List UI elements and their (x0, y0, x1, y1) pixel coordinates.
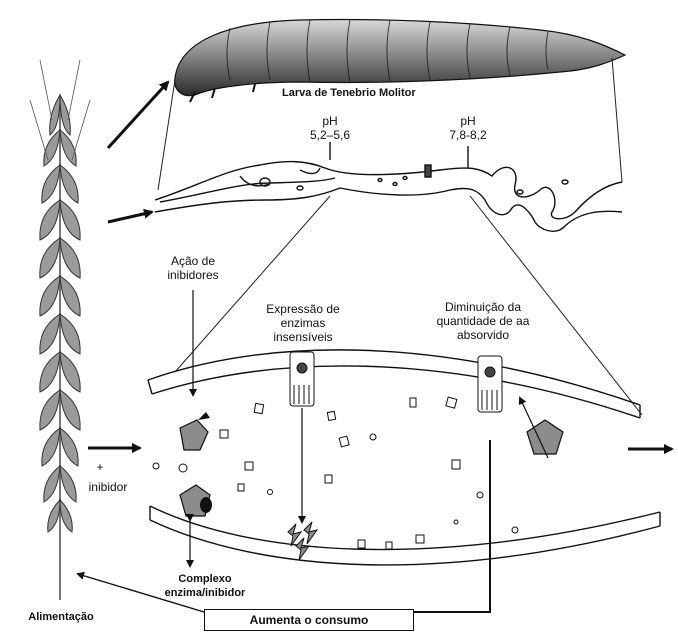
arrow-wheat-to-gut (108, 212, 152, 222)
amino-acid-particles (153, 397, 518, 549)
absorbed-line1: Diminuição da (418, 300, 548, 314)
increase-consumption-label: Aumenta o consumo (250, 613, 369, 627)
inhibitor-label: inibidor (78, 480, 138, 494)
absorbed-line2: quantidade de aa (418, 314, 548, 328)
ph-label-left: pH (318, 114, 342, 128)
inhibitor-action-line1: Ação de (153, 254, 233, 268)
plus-sign: + (90, 460, 110, 474)
inhibitor-bound-top (198, 412, 210, 420)
complex-line2: enzima/inibidor (140, 586, 270, 600)
enterocyte-cell-middle (290, 352, 314, 406)
upper-gut-wall (148, 350, 640, 418)
lower-gut-wall (150, 506, 660, 565)
connector-right (612, 58, 622, 182)
inhibitor-bound-complex (200, 497, 212, 513)
gut-tube-illustration (155, 142, 622, 231)
ph-range-right: 7,8-8,2 (440, 128, 496, 142)
enzyme-inhibited-top (180, 420, 208, 450)
inhibitor-action-line2: inibidores (153, 268, 233, 282)
complex-line1: Complexo (140, 572, 270, 586)
enterocyte-cell-right (478, 356, 502, 412)
connector-left (158, 80, 175, 190)
absorbed-line3: absorvido (418, 328, 548, 342)
ph-label-right: pH (455, 114, 481, 128)
enzyme-expression-line2: enzimas (248, 316, 358, 330)
larva-title: Larva de Tenebrio Molitor (282, 86, 416, 100)
feeding-label: Alimentação (6, 610, 116, 624)
wheat-ear-illustration (30, 60, 90, 600)
increase-consumption-box: Aumenta o consumo (204, 609, 414, 631)
enzyme-expression-line3: insensíveis (248, 330, 358, 344)
zoom-line-left (175, 196, 330, 372)
enzyme-expression-line1: Expressão de (248, 302, 358, 316)
insensitive-enzymes (288, 522, 317, 560)
arrow-wheat-to-larva (108, 82, 168, 148)
ph-range-left: 5,2–5,6 (302, 128, 358, 142)
